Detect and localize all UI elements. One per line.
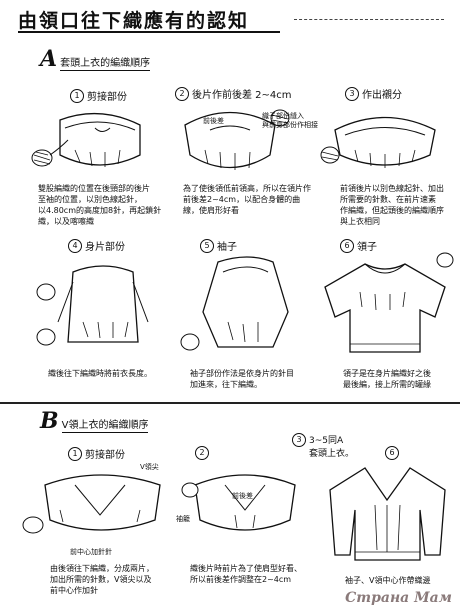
b-step-3-number: 3 bbox=[292, 433, 306, 447]
a-step-4-label: 身片部份 bbox=[85, 242, 125, 253]
b-step-1-vneck-yoke-illustration bbox=[22, 474, 161, 534]
section-b-letter: B bbox=[40, 408, 59, 434]
b-step-2-side-label: 袖籠 bbox=[176, 515, 190, 523]
a-step-6-finished-sweater-illustration bbox=[324, 252, 454, 353]
a-step-4-note: 織後往下編織時將前衣長度。 bbox=[48, 369, 152, 378]
b-step-6-finished-vneck-sweater-illustration bbox=[329, 467, 446, 561]
a-step-4-title: 4 身片部份 bbox=[68, 238, 125, 253]
b-step-6-title: 6 bbox=[385, 446, 402, 460]
a-step-4-number: 4 bbox=[68, 238, 82, 253]
a-step-2-title: 2 後片作前後差 2~4cm bbox=[175, 86, 292, 101]
a-step-2-yoke-illustration bbox=[184, 109, 290, 170]
a-step-6-note: 領子是在身片編織好之後 最後編，接上所需的罐緣 bbox=[343, 369, 431, 389]
b-step-6-note: 袖子、V領中心作帶織邊 bbox=[345, 576, 431, 585]
section-a-letter: A bbox=[40, 46, 58, 72]
a-step-1-label: 剪接部份 bbox=[87, 92, 127, 103]
b-step-3-label: 3~5同A 套頭上衣。 bbox=[309, 436, 355, 459]
section-b-heading: B V領上衣的編織順序 bbox=[40, 408, 149, 434]
b-step-2-back-label: 前後差 bbox=[232, 492, 253, 500]
section-b-label: V領上衣的編織順序 bbox=[61, 416, 149, 433]
title-underline bbox=[18, 31, 280, 33]
b-step-1-note: 由後領往下編織，分成兩片， 加出所需的針數，V領尖以及 前中心作加針 bbox=[50, 564, 154, 595]
a-step-1-number: 1 bbox=[70, 88, 84, 103]
b-step-1-center-label: 前中心加針針 bbox=[70, 548, 112, 556]
header-divider bbox=[294, 19, 444, 21]
section-a-label: 套頭上衣的編織順序 bbox=[60, 54, 151, 71]
section-separator bbox=[0, 402, 460, 404]
b-step-2-number: 2 bbox=[195, 446, 209, 460]
a-step-3-title: 3 作出襯分 bbox=[345, 86, 402, 101]
b-step-6-number: 6 bbox=[385, 446, 399, 460]
a-step-3-note: 前領後片以別色線起針、加出 所需要的針數、在前片速素 作編織，但起頭後的編織順序… bbox=[340, 184, 444, 226]
a-step-5-note: 袖子部份作法是依身片的針目 加進來，往下編織。 bbox=[190, 369, 294, 389]
a-step-6-number: 6 bbox=[340, 238, 354, 253]
a-step-2-side-label: 織子部份縫入 與前身部份作相接 bbox=[262, 112, 318, 129]
a-step-5-label: 袖子 bbox=[217, 242, 237, 253]
page-title: 由領口往下織應有的認知 bbox=[18, 10, 250, 32]
a-step-5-sleeve-illustration bbox=[180, 256, 289, 351]
b-step-2-yoke-illustration bbox=[181, 474, 296, 531]
a-step-3-yoke-illustration bbox=[320, 116, 436, 168]
b-step-1-title: 1 剪接部份 bbox=[68, 446, 125, 461]
b-step-1-vneck-label: V領尖 bbox=[140, 463, 159, 471]
a-step-2-number: 2 bbox=[175, 86, 189, 101]
section-a-heading: A 套頭上衣的編織順序 bbox=[40, 46, 151, 72]
a-step-5-number: 5 bbox=[200, 238, 214, 253]
b-step-2-title: 2 bbox=[195, 446, 212, 460]
a-step-4-body-illustration bbox=[36, 265, 149, 346]
b-step-1-number: 1 bbox=[68, 446, 82, 461]
b-step-3-title: 3 3~5同A 套頭上衣。 bbox=[292, 433, 354, 459]
a-step-2-label: 後片作前後差 2~4cm bbox=[192, 90, 292, 101]
a-step-2-back-label: 前後差 bbox=[203, 117, 224, 125]
a-step-6-label: 領子 bbox=[357, 242, 377, 253]
b-step-2-note: 織後片時前片為了使肩型好看、 所以前後差作調整在2~4cm bbox=[190, 564, 302, 584]
a-step-6-title: 6 領子 bbox=[340, 238, 377, 253]
a-step-1-title: 1 剪接部份 bbox=[70, 88, 127, 103]
watermark: Страна Мам bbox=[345, 590, 452, 606]
a-step-3-number: 3 bbox=[345, 86, 359, 101]
a-step-2-note: 為了使後領低前領高，所以在領片作 前後差2~4cm，以配合身體的曲 線，使肩形好… bbox=[183, 184, 311, 215]
a-step-5-title: 5 袖子 bbox=[200, 238, 237, 253]
a-step-1-note: 雙股編織的位置在後頸部的後片 至袖的位置，以別色線起針， 以4.80cm的高度加… bbox=[38, 184, 162, 226]
a-step-1-yoke-illustration bbox=[31, 112, 141, 167]
a-step-3-label: 作出襯分 bbox=[362, 90, 402, 101]
b-step-1-label: 剪接部份 bbox=[85, 450, 125, 461]
